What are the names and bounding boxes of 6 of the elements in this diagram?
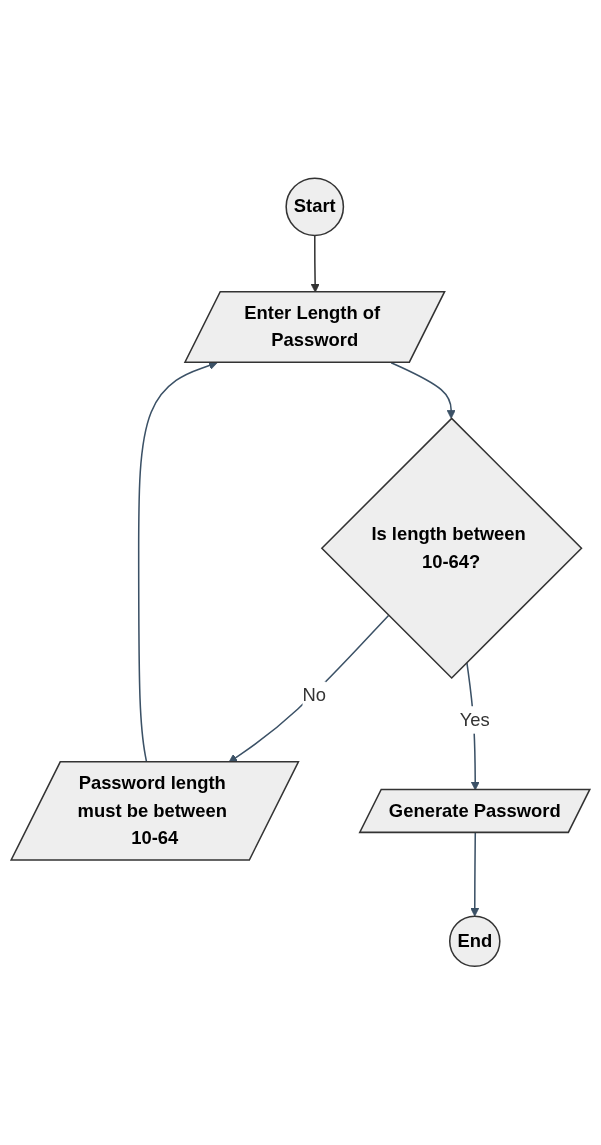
node-circle: End xyxy=(448,915,501,968)
edge-label: Yes xyxy=(459,709,490,730)
edge-label: No xyxy=(302,684,326,706)
arrow xyxy=(470,832,480,917)
node-circle: Start xyxy=(285,177,345,237)
node-diamond: Is length between 10-64? xyxy=(320,417,583,680)
